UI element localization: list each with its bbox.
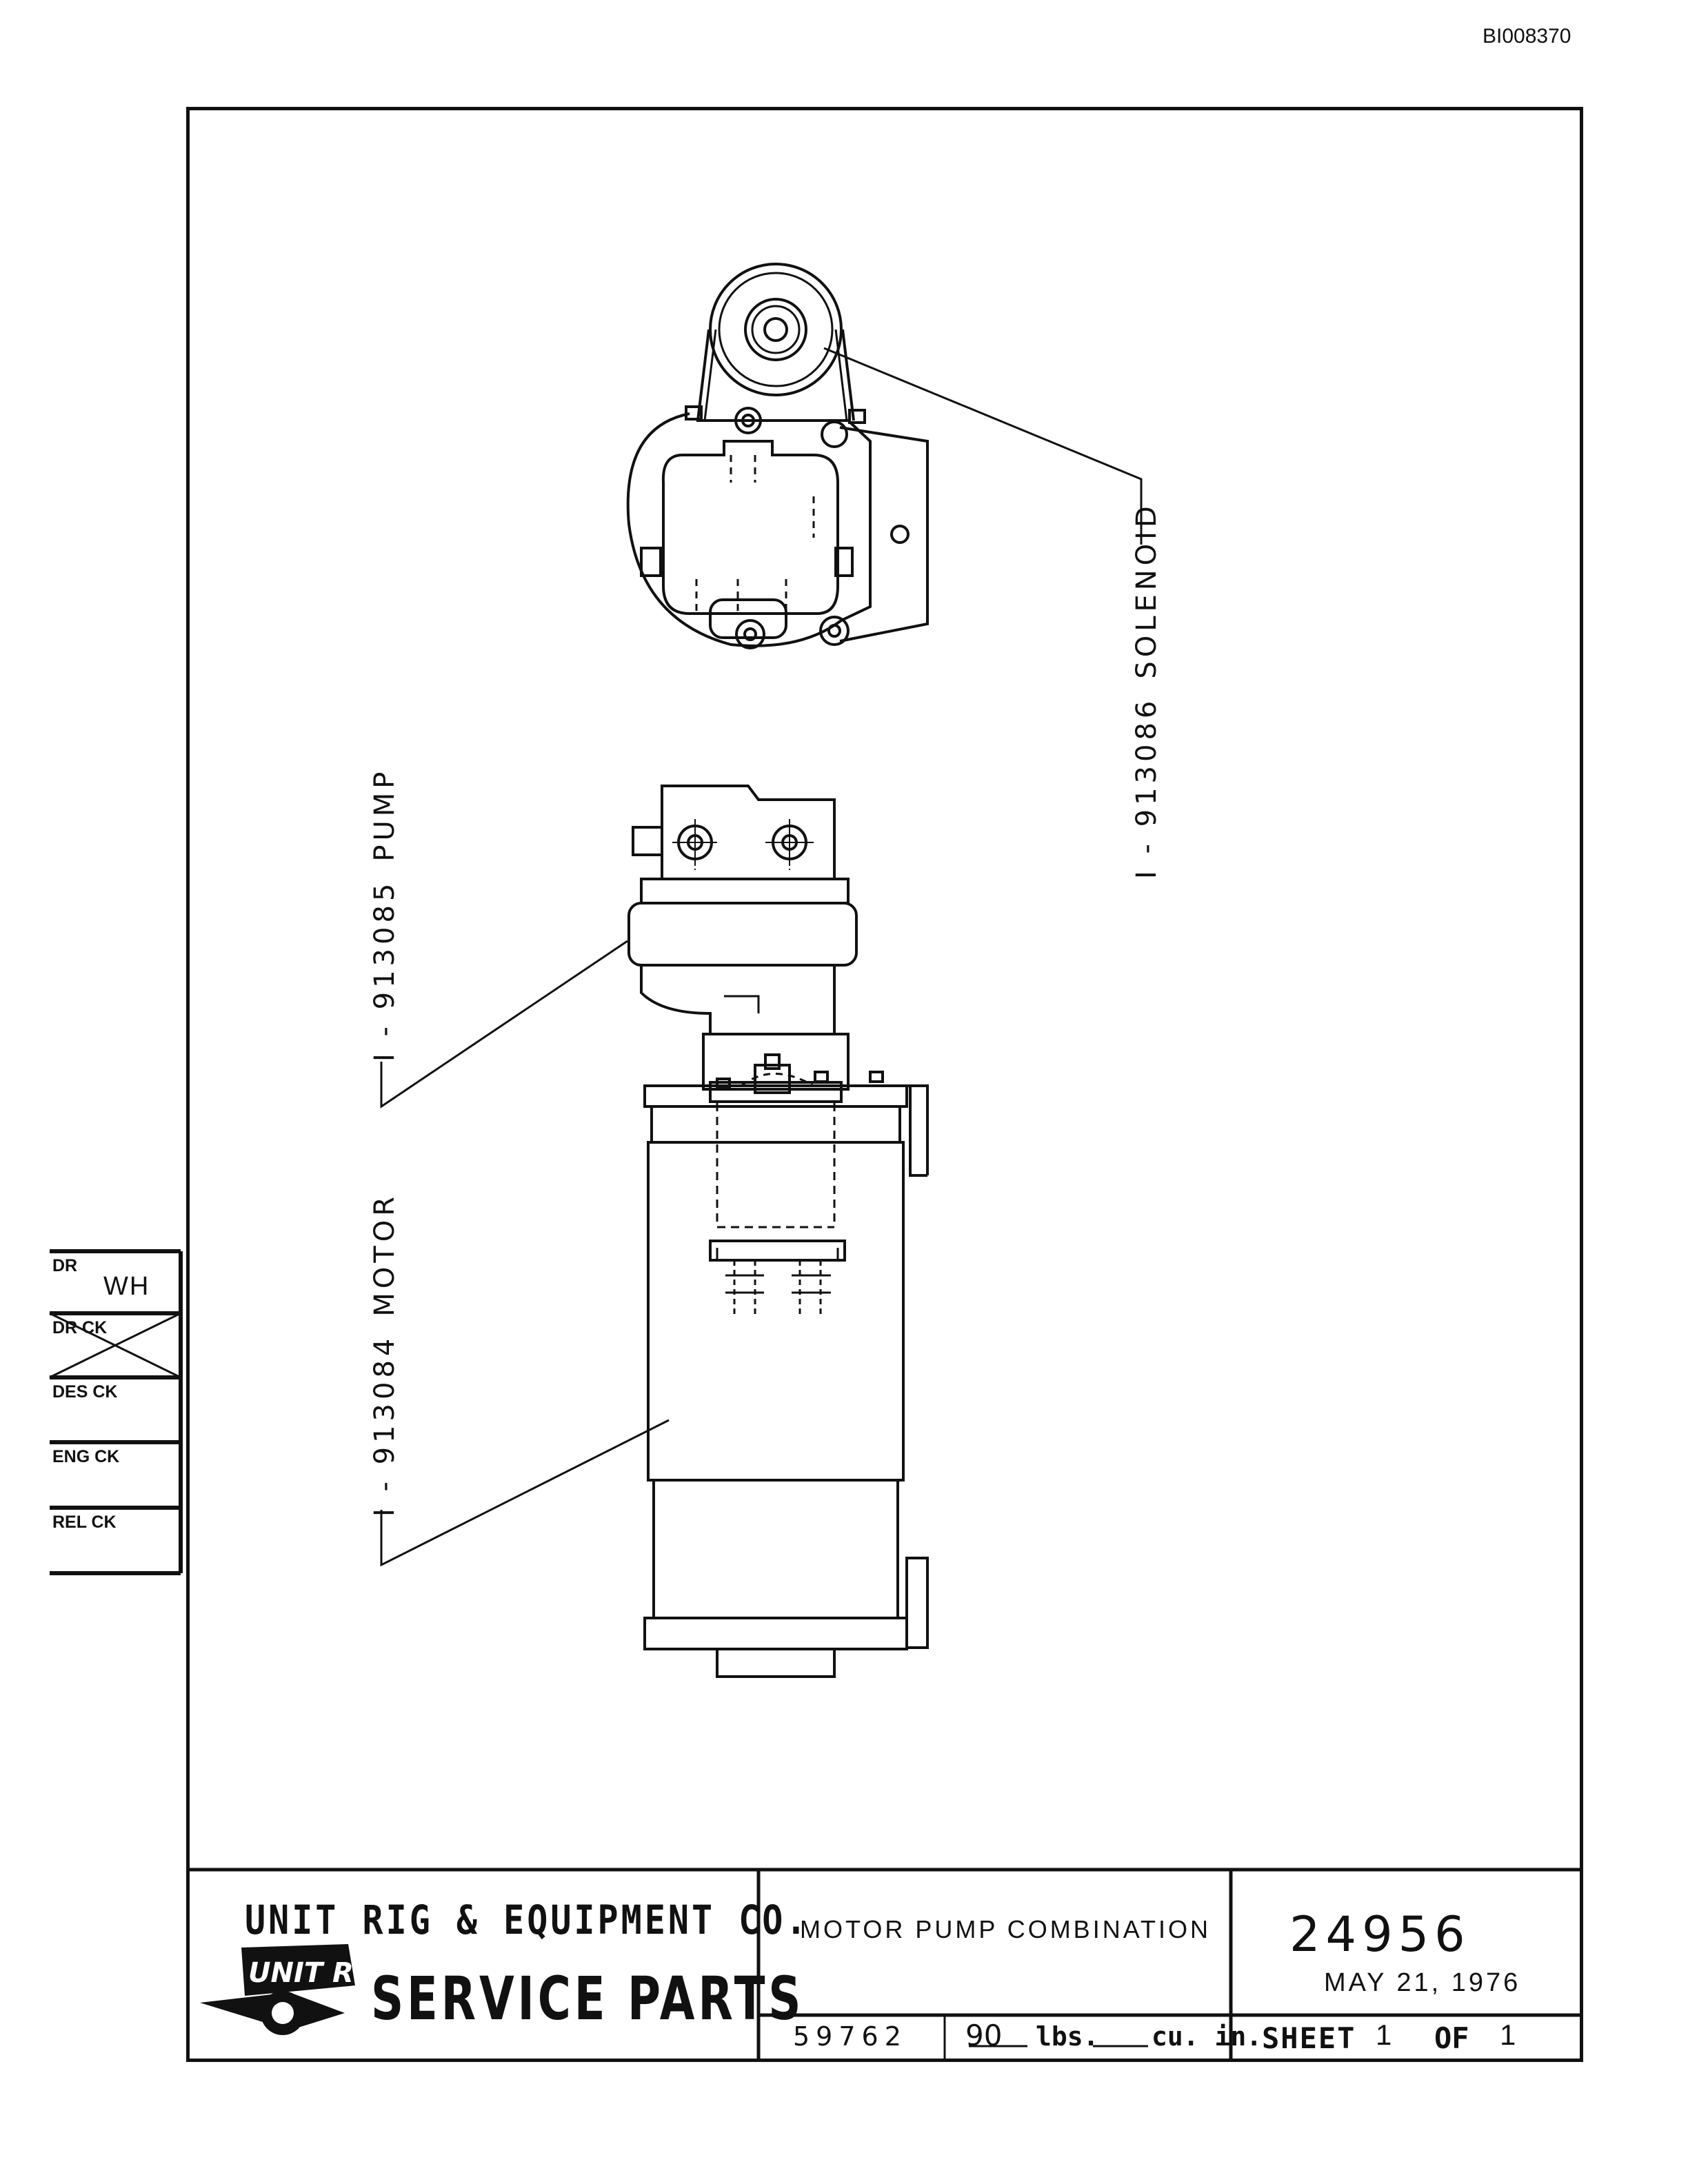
document-id: BI008370	[1483, 25, 1571, 48]
title-block: UNIT RIG & EQUIPMENT CO. SERVICE PARTS M…	[186, 1868, 1583, 2062]
sheet-label: SHEET	[1262, 2021, 1356, 2055]
logo-text: UNIT RIG	[248, 1957, 387, 1989]
callout-motor-label: MOTOR	[369, 1192, 401, 1317]
weight-unit: lbs.	[1036, 2021, 1099, 2052]
callout-solenoid-label: SOLENOID	[1131, 502, 1163, 679]
callout-motor-number: I - 913084	[369, 1334, 401, 1517]
volume-unit: cu. in.	[1152, 2021, 1263, 2052]
callout-pump-label: PUMP	[369, 767, 401, 862]
callout-solenoid: I - 913086 SOLENOID	[1131, 502, 1163, 879]
drawing-number: 24956	[1289, 1906, 1471, 1963]
approval-relck-label: REL CK	[52, 1513, 117, 1532]
title-block-lines	[186, 1868, 1583, 2062]
side-view	[627, 785, 929, 1678]
approvals-lines	[49, 1249, 183, 1575]
approval-dr-label: DR	[52, 1256, 78, 1275]
callout-pump: I - 913085 PUMP	[369, 768, 401, 1062]
of-label: OF	[1434, 2021, 1469, 2055]
weight-value: 90	[965, 2019, 1003, 2052]
company-name: UNIT RIG & EQUIPMENT CO.	[245, 1897, 810, 1943]
approval-engck-label: ENG CK	[52, 1447, 120, 1466]
approval-desck-label: DES CK	[52, 1382, 118, 1402]
end-view	[626, 263, 929, 649]
approval-drck-label: DR CK	[52, 1318, 108, 1337]
drawing-description: MOTOR PUMP COMBINATION	[800, 1915, 1212, 1943]
service-parts-heading: SERVICE PARTS	[371, 1965, 805, 2034]
drawing-date: MAY 21, 1976	[1324, 1968, 1521, 1997]
drawing-border	[186, 107, 1583, 2062]
sheet-total: 1	[1500, 2019, 1516, 2051]
callout-solenoid-number: I - 913086	[1131, 696, 1163, 879]
sheet-number: 1	[1376, 2019, 1392, 2051]
approval-dr-value: WH	[103, 1272, 150, 1301]
callout-pump-number: I - 913085	[369, 879, 401, 1062]
callout-motor: I - 913084 MOTOR	[369, 1193, 401, 1517]
company-logo: UNIT RIG	[200, 1944, 387, 2035]
leader-lines	[380, 347, 1143, 1567]
part-number: 59762	[793, 2021, 907, 2052]
